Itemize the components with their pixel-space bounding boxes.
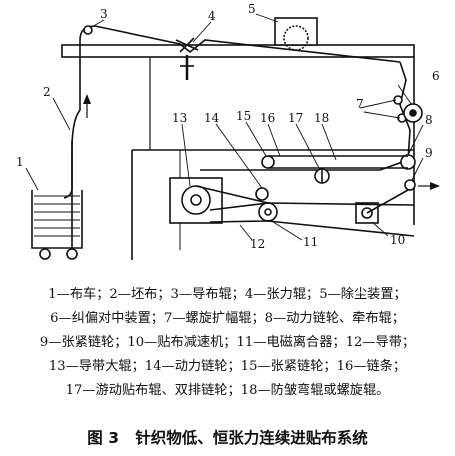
cloth-bin <box>31 190 83 249</box>
label-4: 4 <box>208 9 216 23</box>
figure-caption: 图 3 针织物低、恒张力连续进贴布系统 <box>0 426 455 448</box>
tension-sprocket-9 <box>404 179 416 191</box>
legend-line: 13—导带大辊；14—动力链轮；15—张紧链轮；16—链条； <box>48 359 407 374</box>
legend-line: 9—张紧链轮；10—贴布减速机；11—电磁离合器；12—导带； <box>39 335 416 350</box>
cloth-path-right <box>200 61 411 171</box>
clutch <box>258 202 278 222</box>
legend-line: 17—游动贴布辊、双排链轮；18—防皱弯辊或螺旋辊。 <box>65 383 390 398</box>
legend: 1—布车；2—坯布；3—导布辊；4—张力辊；5—除尘装置； 6—纠偏对中装置；7… <box>0 283 455 403</box>
legend-line: 6—纠偏对中装置；7—螺旋扩幅辊；8—动力链轮、牵布辊； <box>50 311 405 326</box>
label-6: 6 <box>432 69 440 83</box>
label-1: 1 <box>16 155 24 169</box>
label-14: 14 <box>204 111 220 125</box>
dust-removal-box <box>274 17 318 46</box>
label-16: 16 <box>260 111 275 125</box>
label-11: 11 <box>303 235 318 249</box>
cloth-2 <box>63 140 73 199</box>
folded-cloth <box>34 195 80 237</box>
power-sprocket-8 <box>400 154 416 170</box>
cloth-path-top <box>71 25 401 258</box>
top-frame-beam <box>61 44 415 58</box>
label-8: 8 <box>425 113 433 127</box>
label-15: 15 <box>236 109 251 123</box>
label-9: 9 <box>425 146 433 160</box>
label-2: 2 <box>43 85 51 99</box>
power-sprocket-14 <box>255 187 269 201</box>
label-13: 13 <box>172 111 187 125</box>
label-10: 10 <box>390 233 405 247</box>
label-17: 17 <box>288 111 303 125</box>
figure-title: 针织物低、恒张力连续进贴布系统 <box>135 429 368 447</box>
machine-diagram: 1 2 3 4 5 6 7 8 9 10 11 12 13 14 15 16 1… <box>16 2 440 260</box>
guide-belt <box>209 202 415 237</box>
label-7: 7 <box>356 97 364 111</box>
tension-sprocket-15 <box>261 155 275 169</box>
right-arrow-icon <box>430 182 440 190</box>
label-3: 3 <box>100 7 108 21</box>
belt-big-roller <box>181 185 211 215</box>
label-12: 12 <box>250 237 265 251</box>
figure-number: 图 3 <box>87 429 119 447</box>
legend-line: 1—布车；2—坯布；3—导布辊；4—张力辊；5—除尘装置； <box>48 287 407 302</box>
label-18: 18 <box>314 111 329 125</box>
label-5: 5 <box>248 2 256 16</box>
up-arrow-icon <box>83 94 91 104</box>
tension-roller <box>175 37 199 53</box>
